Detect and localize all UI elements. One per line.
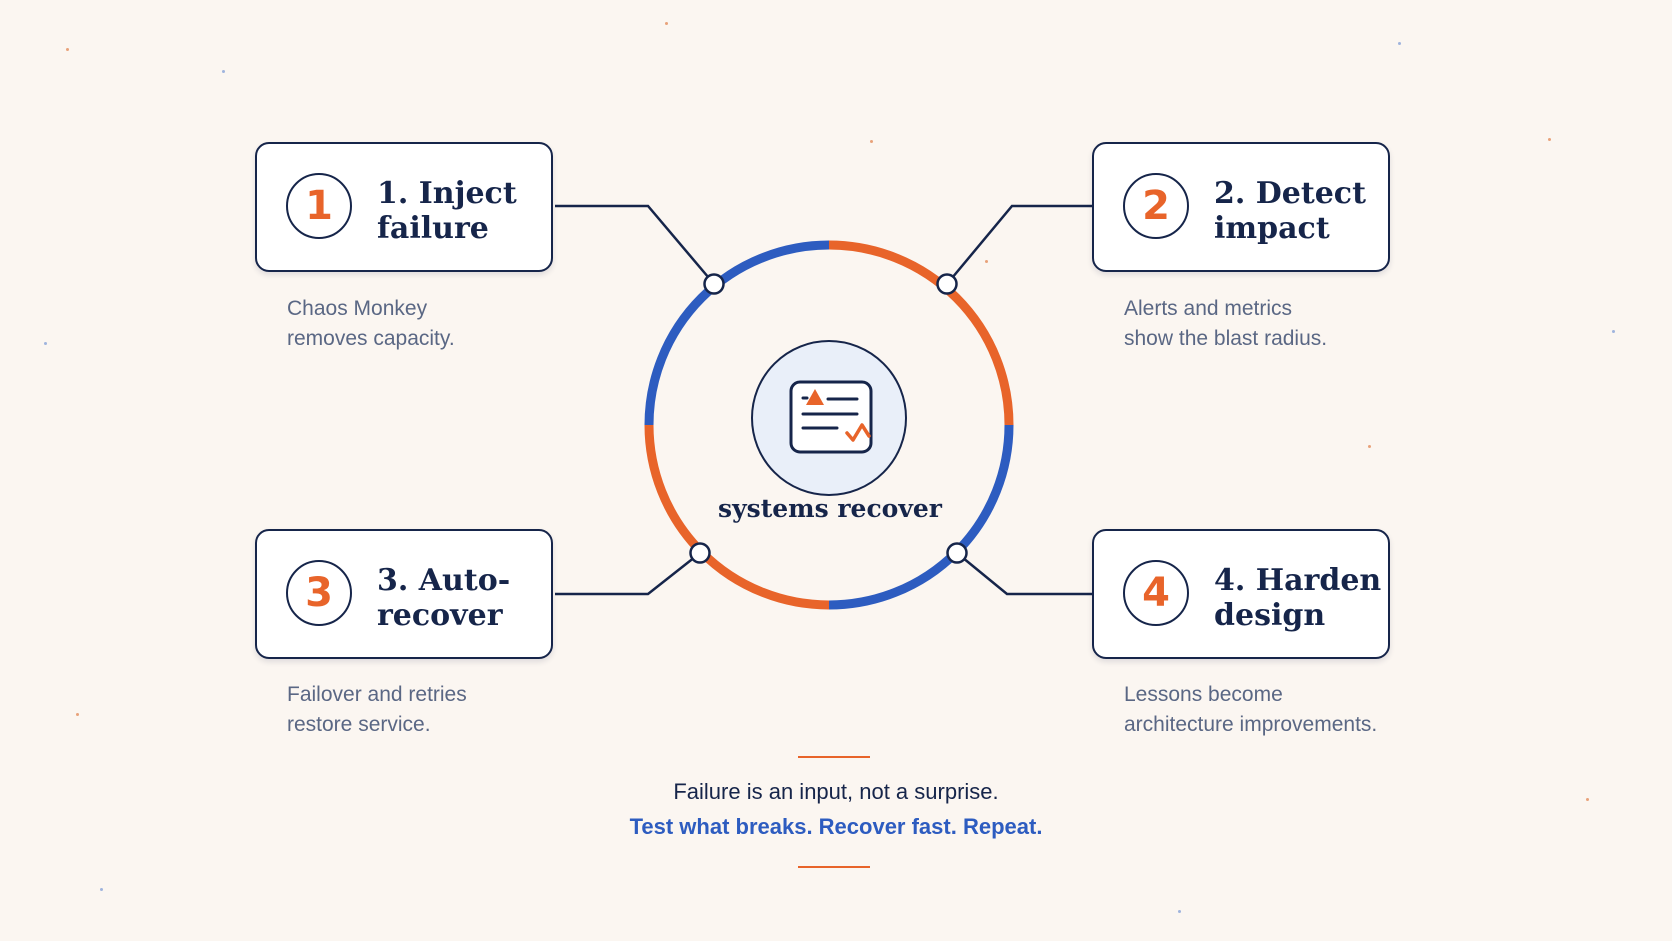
divider-top <box>798 756 870 758</box>
ring-node-4 <box>946 542 968 564</box>
step-card-auto-recover: 3 3. Auto- recover <box>255 529 553 659</box>
speck <box>222 70 225 73</box>
ring-node-2 <box>936 273 958 295</box>
step-description: Failover and retries restore service. <box>287 683 467 736</box>
ring-arc-top-right <box>828 240 1014 426</box>
step-card-harden-design: 4 4. Harden design <box>1092 529 1390 659</box>
step-number-badge: 3 <box>286 560 352 626</box>
hub-label: systems recover <box>718 494 942 523</box>
step-description: Lessons become architecture improvements… <box>1124 683 1378 736</box>
speck <box>66 48 69 51</box>
hub-circle <box>751 340 907 496</box>
speck <box>1548 138 1551 141</box>
step-card-detect-impact: 2 2. Detect impact <box>1092 142 1390 272</box>
step-number-badge: 1 <box>286 173 352 239</box>
speck <box>100 888 103 891</box>
speck <box>1586 798 1589 801</box>
speck <box>870 140 873 143</box>
step-title: 4. Harden design <box>1214 563 1382 633</box>
connector-step-2 <box>946 204 1093 285</box>
dashboard-alert-icon <box>789 380 873 454</box>
speck <box>44 342 47 345</box>
step-number-badge: 2 <box>1123 173 1189 239</box>
step-title: 3. Auto- recover <box>377 563 511 633</box>
step-title: 1. Inject failure <box>377 176 517 246</box>
speck <box>1178 910 1181 913</box>
tagline-main: Failure is an input, not a surprise. <box>673 779 999 804</box>
step-card-inject-failure: 1 1. Inject failure <box>255 142 553 272</box>
tagline-accent: Test what breaks. Recover fast. Repeat. <box>629 814 1043 839</box>
ring-node-1 <box>703 273 725 295</box>
ring-arc-top-left <box>644 240 830 426</box>
ring-node-3 <box>689 542 711 564</box>
connector-step-1 <box>555 204 715 285</box>
speck <box>1398 42 1401 45</box>
step-number-badge: 4 <box>1123 560 1189 626</box>
speck <box>76 713 79 716</box>
connector-step-3 <box>555 552 701 596</box>
step-description: Alerts and metrics show the blast radius… <box>1124 297 1328 350</box>
speck <box>665 22 668 25</box>
speck <box>1368 445 1371 448</box>
speck <box>1612 330 1615 333</box>
step-description: Chaos Monkey removes capacity. <box>287 297 455 350</box>
connector-step-4 <box>956 552 1093 596</box>
step-title: 2. Detect impact <box>1214 176 1366 246</box>
divider-bottom <box>798 866 870 868</box>
speck <box>985 260 988 263</box>
